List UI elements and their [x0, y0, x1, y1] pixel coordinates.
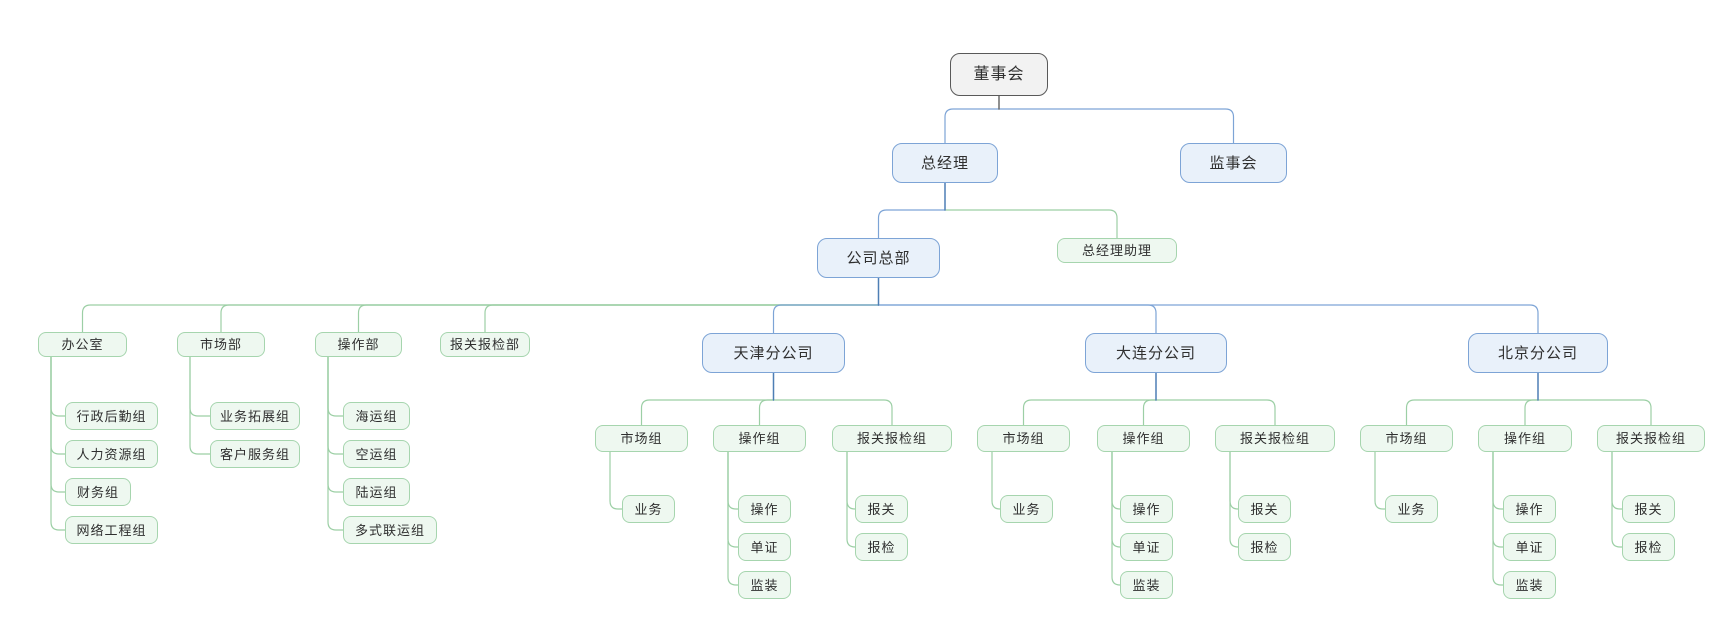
org-node-bj-op[interactable]: 操作 [1503, 495, 1556, 523]
org-node-ops-air[interactable]: 空运组 [343, 440, 410, 468]
org-node-tj-inspect[interactable]: 报检 [855, 533, 908, 561]
org-node-bj-declare[interactable]: 报关 [1622, 495, 1675, 523]
org-node-general-manager[interactable]: 总经理 [892, 143, 998, 183]
org-node-dl-doc[interactable]: 单证 [1120, 533, 1173, 561]
org-node-customs-dept[interactable]: 报关报检部 [440, 332, 530, 357]
org-node-dl-op[interactable]: 操作 [1120, 495, 1173, 523]
org-node-tj-biz[interactable]: 业务 [622, 495, 675, 523]
org-node-bj-doc[interactable]: 单证 [1503, 533, 1556, 561]
org-node-tj-declare[interactable]: 报关 [855, 495, 908, 523]
org-node-dl-operations[interactable]: 操作组 [1097, 425, 1190, 452]
org-node-dl-biz[interactable]: 业务 [1000, 495, 1053, 523]
org-node-dalian-branch[interactable]: 大连分公司 [1085, 333, 1227, 373]
org-node-gm-assistant[interactable]: 总经理助理 [1057, 238, 1177, 263]
org-node-board[interactable]: 董事会 [950, 53, 1048, 96]
org-node-tj-operations[interactable]: 操作组 [713, 425, 806, 452]
org-node-tj-loading[interactable]: 监装 [738, 571, 791, 599]
org-node-bj-marketing[interactable]: 市场组 [1360, 425, 1453, 452]
org-node-dl-inspect[interactable]: 报检 [1238, 533, 1291, 561]
org-node-bj-biz[interactable]: 业务 [1385, 495, 1438, 523]
org-node-dl-marketing[interactable]: 市场组 [977, 425, 1070, 452]
org-node-hq[interactable]: 公司总部 [817, 238, 940, 278]
org-node-tj-doc[interactable]: 单证 [738, 533, 791, 561]
org-node-ops-sea[interactable]: 海运组 [343, 402, 410, 430]
org-node-bj-customs[interactable]: 报关报检组 [1597, 425, 1705, 452]
org-node-office-finance[interactable]: 财务组 [65, 478, 131, 506]
org-node-marketing-dept[interactable]: 市场部 [177, 332, 265, 357]
org-node-mkt-bizdev[interactable]: 业务拓展组 [210, 402, 300, 430]
org-node-dl-declare[interactable]: 报关 [1238, 495, 1291, 523]
org-node-office-hr[interactable]: 人力资源组 [65, 440, 158, 468]
org-node-tianjin-branch[interactable]: 天津分公司 [702, 333, 845, 373]
org-node-tj-marketing[interactable]: 市场组 [595, 425, 688, 452]
org-node-office[interactable]: 办公室 [38, 332, 127, 357]
org-node-operations-dept[interactable]: 操作部 [315, 332, 402, 357]
org-node-tj-op[interactable]: 操作 [738, 495, 791, 523]
org-node-tj-customs[interactable]: 报关报检组 [832, 425, 952, 452]
org-node-mkt-custsvc[interactable]: 客户服务组 [210, 440, 300, 468]
org-node-dl-loading[interactable]: 监装 [1120, 571, 1173, 599]
org-node-bj-inspect[interactable]: 报检 [1622, 533, 1675, 561]
org-node-bj-operations[interactable]: 操作组 [1478, 425, 1572, 452]
org-node-office-admin[interactable]: 行政后勤组 [65, 402, 158, 430]
org-node-beijing-branch[interactable]: 北京分公司 [1468, 333, 1608, 373]
org-node-supervisory-board[interactable]: 监事会 [1180, 143, 1287, 183]
org-node-ops-land[interactable]: 陆运组 [343, 478, 410, 506]
org-node-office-network[interactable]: 网络工程组 [65, 516, 158, 544]
org-node-dl-customs[interactable]: 报关报检组 [1215, 425, 1335, 452]
org-node-bj-loading[interactable]: 监装 [1503, 571, 1556, 599]
org-node-ops-multimodal[interactable]: 多式联运组 [343, 516, 437, 544]
